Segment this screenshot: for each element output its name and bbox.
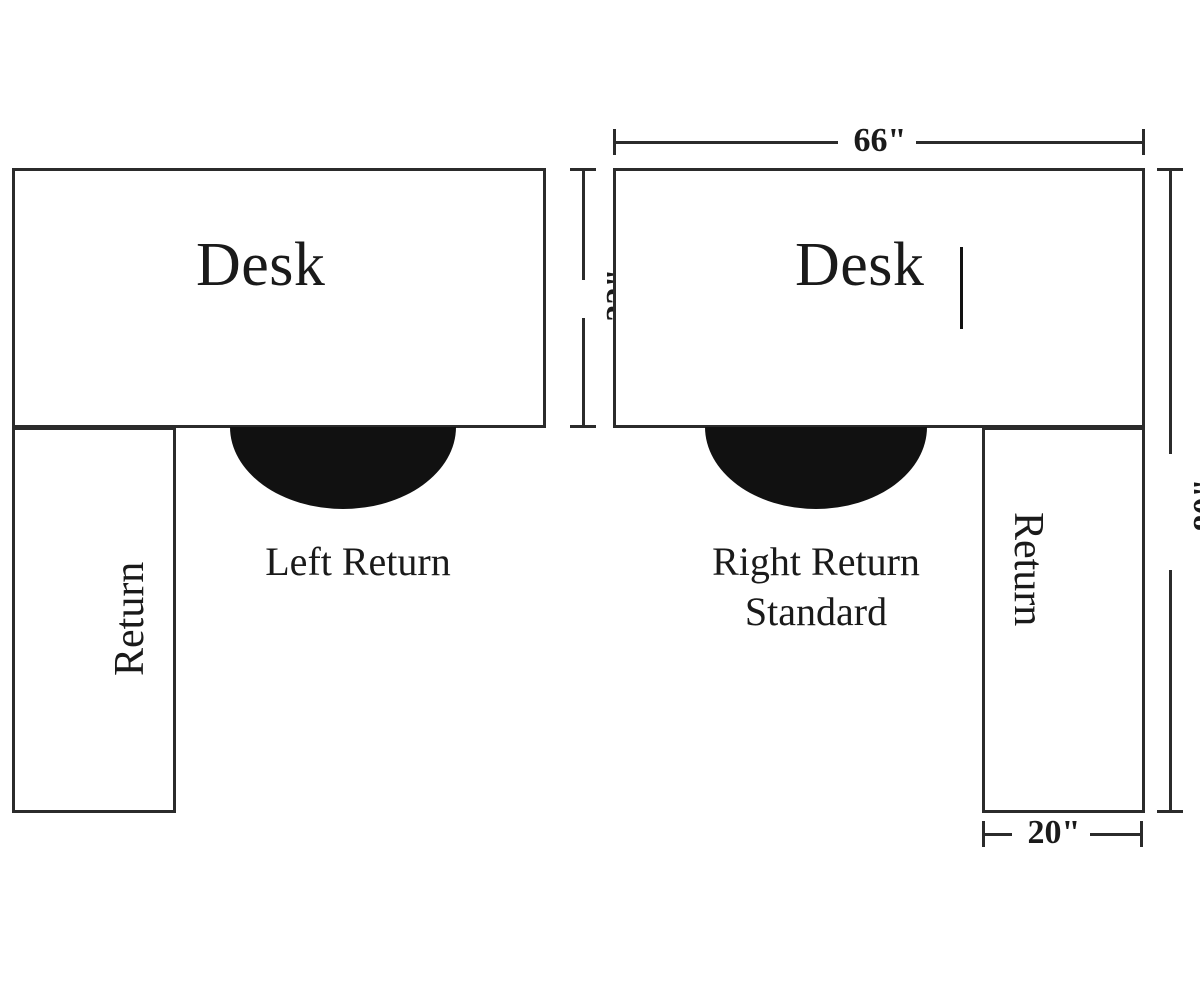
dimension-desk-width-text: 66" (838, 122, 922, 160)
right-desk-label[interactable]: Desk (795, 231, 925, 299)
right-return-caption-line1: Right Return (712, 539, 920, 584)
dimension-overall-depth-text: 80" (1187, 450, 1200, 560)
left-chair-semicircle-icon (230, 427, 456, 509)
left-return-label: Return (107, 561, 153, 676)
left-return-panel[interactable] (12, 427, 176, 813)
left-return-caption: Left Return (265, 539, 451, 584)
left-desk-panel[interactable] (12, 168, 546, 428)
right-desk-panel[interactable] (613, 168, 1145, 428)
left-desk-label: Desk (196, 231, 326, 299)
dimension-return-width-text: 20" (1012, 814, 1096, 852)
right-return-caption-line2: Standard (744, 589, 888, 634)
text-cursor-caret (960, 247, 963, 329)
right-return-panel[interactable] (982, 427, 1145, 813)
right-return-label: Return (1005, 512, 1051, 627)
right-chair-semicircle-icon (705, 427, 927, 509)
